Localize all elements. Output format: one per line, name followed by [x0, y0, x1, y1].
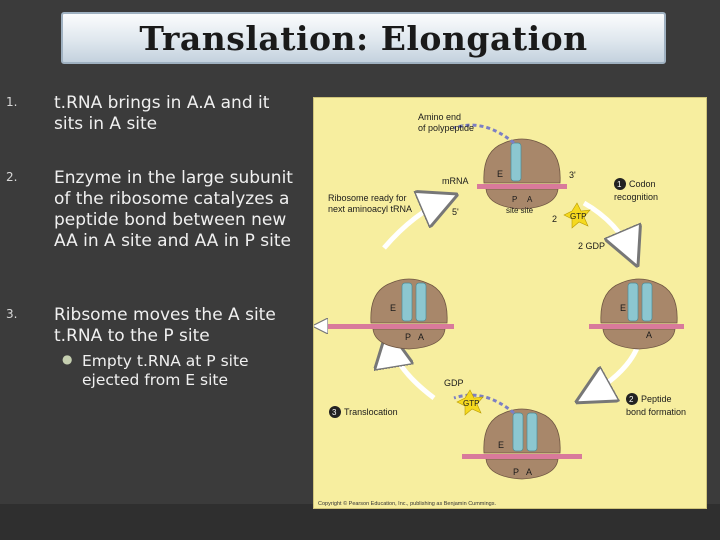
gtp-count-label: 2 [552, 214, 557, 224]
site-site-label: site site [506, 206, 534, 215]
svg-text:GTP: GTP [570, 212, 586, 221]
sub-bullet-text: Empty t.RNA at P site ejected from E sit… [82, 352, 249, 389]
a-site-label-bottom: A [526, 467, 532, 477]
svg-text:1: 1 [617, 180, 622, 189]
polypeptide-label: of polypeptide [418, 123, 474, 133]
ribosome-ready-label-2: next aminoacyl tRNA [328, 204, 412, 214]
elongation-cycle-figure: GTP GTP Amino end of polypeptide mRNA 5'… [313, 97, 707, 509]
step-2-label: 2 Peptide bond formation [626, 393, 686, 417]
ribosome-right [589, 278, 684, 350]
cycle-arrow-4 [382, 198, 449, 250]
three-prime-label: 3' [569, 170, 576, 180]
e-site-label: E [497, 169, 503, 179]
p-site-label-bottom: P [513, 467, 519, 477]
ribosome-ready-label-1: Ribosome ready for [328, 193, 407, 203]
mrna-label: mRNA [442, 176, 469, 186]
background-stripe [0, 504, 720, 540]
gdp-label: GDP [444, 378, 464, 388]
e-site-label-bottom: E [498, 440, 504, 450]
svg-text:recognition: recognition [614, 192, 658, 202]
five-prime-label: 5' [452, 207, 459, 217]
page-title: Translation: Elongation [139, 18, 588, 58]
a-site-label: A [527, 195, 533, 204]
step-3-label: 3 Translocation [329, 406, 398, 418]
step-text: Enzyme in the large subunit of the ribos… [54, 168, 293, 251]
peptide-chain-bottom [453, 393, 515, 415]
svg-text:Peptide: Peptide [641, 394, 672, 404]
a-site-label-left: A [418, 332, 424, 342]
step-number: 1. [6, 95, 18, 109]
gtp-burst-bottom: GTP [456, 389, 484, 416]
svg-text:bond formation: bond formation [626, 407, 686, 417]
step-number: 2. [6, 170, 18, 184]
step-number: 3. [6, 307, 18, 321]
step-1-label: 1 Codon recognition [614, 178, 658, 202]
cycle-arrow-1 [582, 200, 634, 258]
svg-text:2: 2 [629, 395, 634, 404]
copyright-text: Copyright © Pearson Education, Inc., pub… [318, 500, 496, 507]
title-box: Translation: Elongation [61, 12, 666, 64]
e-site-label-left: E [390, 303, 396, 313]
bullet-icon: ● [62, 352, 73, 366]
peptide-chain-top [453, 123, 515, 145]
svg-text:3: 3 [332, 408, 337, 417]
cycle-arrow-2 [584, 342, 642, 398]
p-site-label: P [512, 195, 517, 204]
gtp-burst-top: GTP [563, 202, 591, 229]
svg-text:Codon: Codon [629, 179, 656, 189]
amino-end-label: Amino end [418, 112, 461, 122]
ribosome-top [477, 138, 567, 210]
e-site-label-right: E [620, 303, 626, 313]
step-text: Ribsome moves the A site t.RNA to the P … [54, 305, 276, 346]
a-site-label-right: A [646, 330, 652, 340]
gdp-count-label: 2 GDP [578, 241, 605, 251]
svg-text:Translocation: Translocation [344, 407, 398, 417]
step-text: t.RNA brings in A.A and it sits in A sit… [54, 93, 270, 134]
p-site-label-left: P [405, 332, 411, 342]
ribosome-bottom [462, 408, 582, 480]
ribosome-left [324, 278, 454, 350]
svg-text:GTP: GTP [463, 399, 479, 408]
